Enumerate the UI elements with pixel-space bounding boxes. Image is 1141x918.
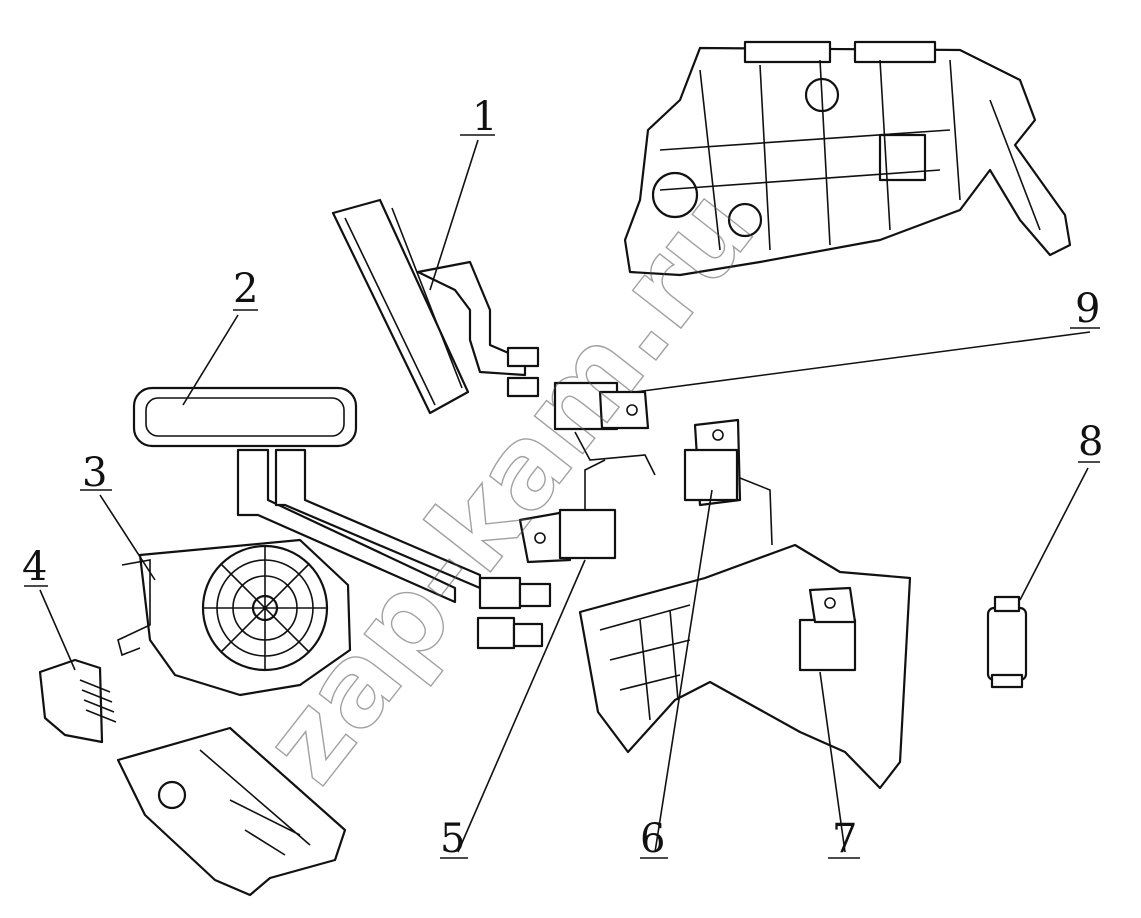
callout-8: 8 xyxy=(1078,419,1103,465)
actuator-6 xyxy=(683,418,773,546)
callout-2: 2 xyxy=(233,266,258,312)
heater-housing xyxy=(623,40,1072,277)
callout-6: 6 xyxy=(640,816,665,862)
callout-5: 5 xyxy=(440,816,465,862)
callout-9: 9 xyxy=(1075,286,1100,332)
lower-housing-cover xyxy=(116,726,347,897)
callout-4: 4 xyxy=(22,544,47,590)
callouts: 1 2 3 4 5 6 7 8 9 xyxy=(22,94,1103,862)
actuator-9 xyxy=(553,381,656,476)
heater-core-radiator xyxy=(331,198,540,415)
air-distribution-duct xyxy=(578,543,912,790)
blower-resistor xyxy=(38,658,117,744)
cabin-sensor xyxy=(986,595,1028,689)
callout-1: 1 xyxy=(472,94,497,140)
blower-fan-assembly xyxy=(117,538,352,697)
callout-7: 7 xyxy=(832,816,857,862)
leader-lines xyxy=(24,134,1100,859)
evaporator xyxy=(132,386,552,650)
callout-3: 3 xyxy=(82,450,107,496)
actuator-5 xyxy=(518,459,617,564)
actuator-7 xyxy=(798,586,857,672)
